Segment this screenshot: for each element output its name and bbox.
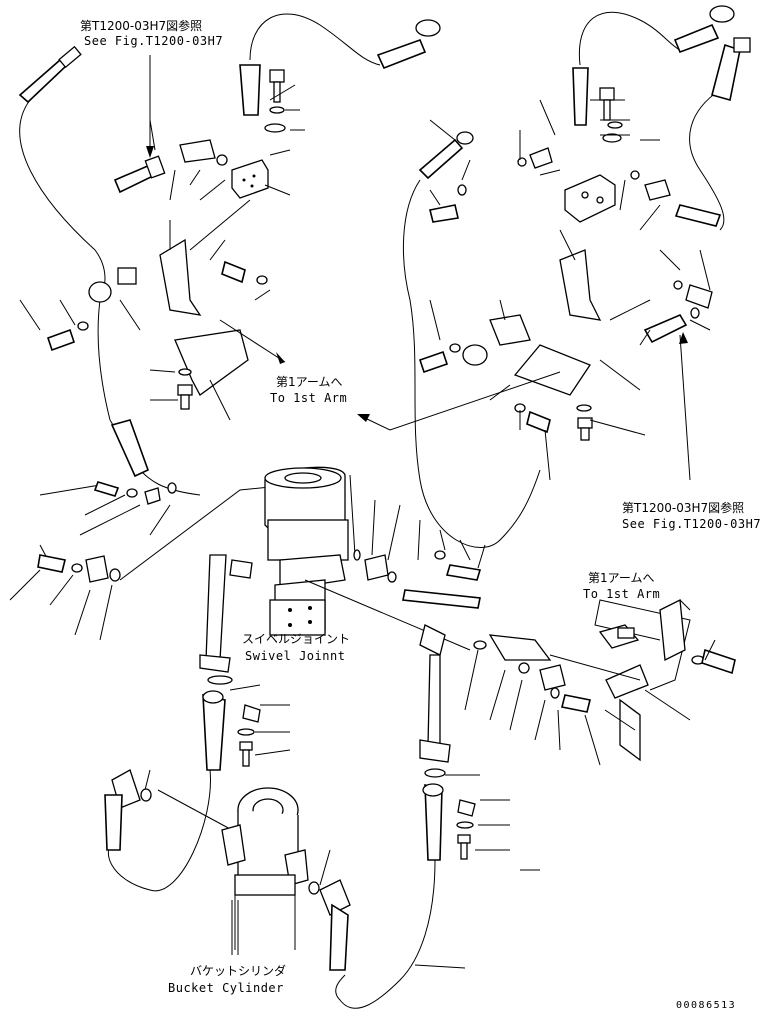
hose-end-top	[239, 19, 441, 116]
bolt-left-2	[221, 260, 268, 285]
bolt-right-1	[429, 184, 467, 223]
hose-end-top-right	[572, 5, 735, 126]
lower-pipes	[104, 554, 540, 1009]
bucket-cylinder-jp: バケットシリンダ	[190, 963, 286, 978]
bucket-cylinder	[221, 787, 309, 955]
right-lower-assembly	[464, 598, 736, 766]
coupling-left	[113, 139, 228, 194]
hose-end-left-mid	[110, 419, 150, 478]
hose-end-bucket-left	[104, 769, 152, 851]
valve-block-right	[564, 174, 616, 223]
swivel-joint-en: Swivel Joinnt	[245, 649, 345, 663]
fittings-right	[517, 147, 722, 227]
bucket-cylinder-en: Bucket Cylinder	[168, 981, 284, 995]
ref-label-right-jp: 第T1200-03H7図参照	[622, 500, 744, 515]
bolt-left-1	[46, 321, 89, 352]
fittings-right-lower	[643, 280, 713, 344]
hose-end-right-upper	[418, 131, 474, 180]
swivel-parts	[9, 529, 486, 641]
bolt-left-3	[177, 368, 193, 410]
hose-end-upper-left	[18, 45, 82, 104]
to-arm-right-jp: 第1アームへ	[588, 571, 655, 585]
to-arm-right-en: To 1st Arm	[583, 587, 660, 601]
swivel-joint-jp: スイベルジョイント	[242, 632, 350, 646]
bolt-right-4	[576, 404, 593, 441]
to-arm-left-en: To 1st Arm	[270, 391, 347, 405]
top-left-assembly	[18, 13, 441, 581]
ref-label-top-left-en: See Fig.T1200-03H7	[84, 34, 223, 48]
hose-end-bucket-right	[308, 849, 351, 971]
bracket-left	[88, 238, 249, 396]
bolt-top-right	[599, 87, 623, 143]
top-right-assembly	[357, 5, 751, 548]
bolt-right-2	[418, 343, 461, 374]
bracket-right	[462, 249, 602, 396]
ref-label-top-left-jp: 第T1200-03H7図参照	[80, 18, 202, 33]
bolt-top	[264, 69, 286, 133]
ref-label-right-en: See Fig.T1200-03H7	[622, 517, 761, 531]
valve-block-left	[231, 159, 269, 199]
swivel-joint	[264, 466, 471, 651]
drawing-code: 00086513	[676, 1000, 736, 1011]
hose-end-right-vert	[711, 37, 751, 102]
to-arm-left-jp: 第1アームへ	[276, 375, 343, 389]
